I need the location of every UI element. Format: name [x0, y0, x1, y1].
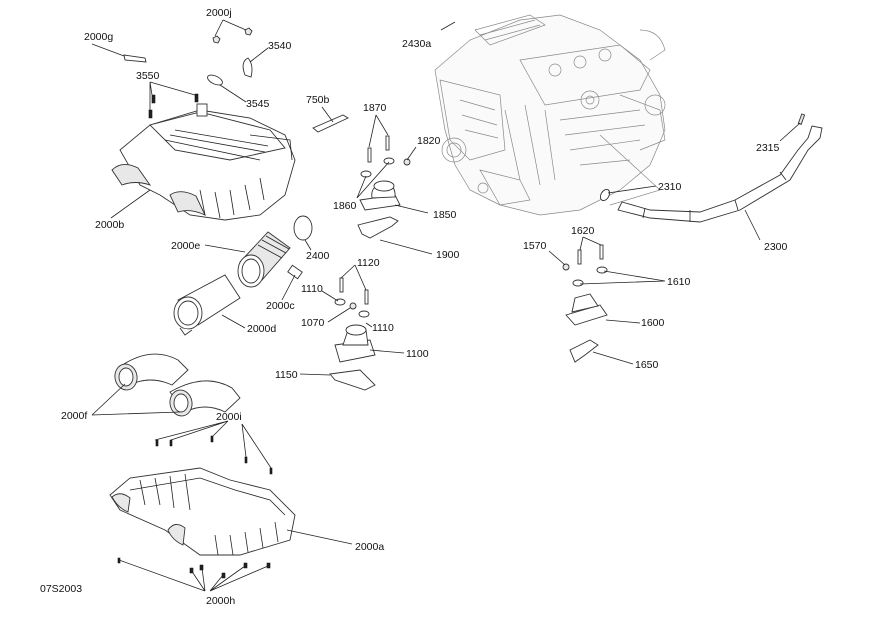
label-1850[interactable]: 1850	[433, 209, 457, 221]
label-1110-upper[interactable]: 1110	[301, 283, 323, 295]
label-1100[interactable]: 1100	[406, 348, 429, 360]
screws-2000i	[155, 435, 273, 475]
label-2430a[interactable]: 2430a	[402, 38, 431, 50]
part-1820-shape	[403, 158, 411, 166]
label-2000a[interactable]: 2000a	[355, 541, 384, 553]
part-750b-shape	[312, 114, 349, 133]
small-parts-top	[123, 27, 253, 119]
label-1610[interactable]: 1610	[667, 276, 691, 288]
air-duct-group	[173, 215, 313, 336]
part-2000j-clip-a	[212, 35, 221, 44]
mount-1850-group	[357, 135, 411, 239]
part-2000g-shape	[123, 54, 147, 63]
mount-1100-group	[329, 277, 376, 391]
label-2000g[interactable]: 2000g	[84, 31, 113, 43]
label-2000b[interactable]: 2000b	[95, 219, 124, 231]
part-2000j-clip-b	[244, 27, 253, 36]
bolt-1870-b	[385, 135, 390, 151]
bolt-1620-a	[577, 249, 582, 265]
label-2000e[interactable]: 2000e	[171, 240, 200, 252]
washer-1610-a	[572, 279, 584, 287]
label-2400[interactable]: 2400	[306, 250, 330, 262]
label-2000i[interactable]: 2000i	[216, 411, 242, 423]
hose-group	[599, 113, 823, 223]
label-3545[interactable]: 3545	[246, 98, 270, 110]
label-3550[interactable]: 3550	[136, 70, 160, 82]
bolt-1620-b	[599, 244, 604, 260]
label-2000h[interactable]: 2000h	[206, 595, 235, 607]
label-1570[interactable]: 1570	[523, 240, 547, 252]
leader-lines	[91, 19, 801, 592]
elbows-2000f	[114, 353, 241, 417]
plate-1900-shape	[357, 216, 399, 239]
part-3540-shape	[242, 57, 253, 78]
label-1600[interactable]: 1600	[641, 317, 665, 329]
label-1900[interactable]: 1900	[436, 249, 460, 261]
label-2000f[interactable]: 2000f	[61, 410, 87, 422]
label-1820[interactable]: 1820	[417, 135, 441, 147]
label-2315[interactable]: 2315	[756, 142, 780, 154]
intake-manifold-2000b	[111, 103, 296, 221]
label-2000c[interactable]: 2000c	[266, 300, 295, 312]
engine-illustration	[434, 14, 666, 216]
label-1870[interactable]: 1870	[363, 102, 387, 114]
bolt-1120-a	[339, 277, 344, 293]
label-2310[interactable]: 2310	[658, 181, 682, 193]
label-1070[interactable]: 1070	[301, 317, 325, 329]
mount-1600-group	[562, 244, 608, 363]
plate-1150-shape	[329, 369, 376, 391]
part-labels: 2000j 2000g 3540 3550 3545 2430a 750b 18…	[40, 7, 788, 607]
label-1110-lower[interactable]: 1110	[372, 322, 394, 334]
plate-1650-shape	[569, 339, 599, 363]
label-3540[interactable]: 3540	[268, 40, 292, 52]
part-3550-bolts	[148, 93, 199, 119]
clamp-2310-shape	[599, 188, 611, 202]
reference-code: 07S2003	[40, 583, 82, 595]
washer-1610-b	[596, 266, 608, 274]
label-1650[interactable]: 1650	[635, 359, 659, 371]
part-3545-shape	[207, 74, 223, 86]
washer-1860-b	[383, 157, 395, 165]
label-2300[interactable]: 2300	[764, 241, 788, 253]
label-2000j[interactable]: 2000j	[206, 7, 232, 19]
part-2315-shape	[797, 113, 806, 125]
bolt-1120-b	[364, 289, 369, 305]
washer-1110-b	[358, 310, 370, 318]
label-1120[interactable]: 1120	[357, 257, 380, 269]
airbox-2000a	[109, 435, 296, 579]
bolt-1870-a	[367, 147, 372, 163]
part-1070-shape	[349, 302, 357, 310]
label-1620[interactable]: 1620	[571, 225, 595, 237]
label-2000d[interactable]: 2000d	[247, 323, 276, 335]
label-1860[interactable]: 1860	[333, 200, 357, 212]
part-1570-shape	[562, 263, 570, 271]
label-750b[interactable]: 750b	[306, 94, 330, 106]
label-1150[interactable]: 1150	[275, 369, 298, 381]
